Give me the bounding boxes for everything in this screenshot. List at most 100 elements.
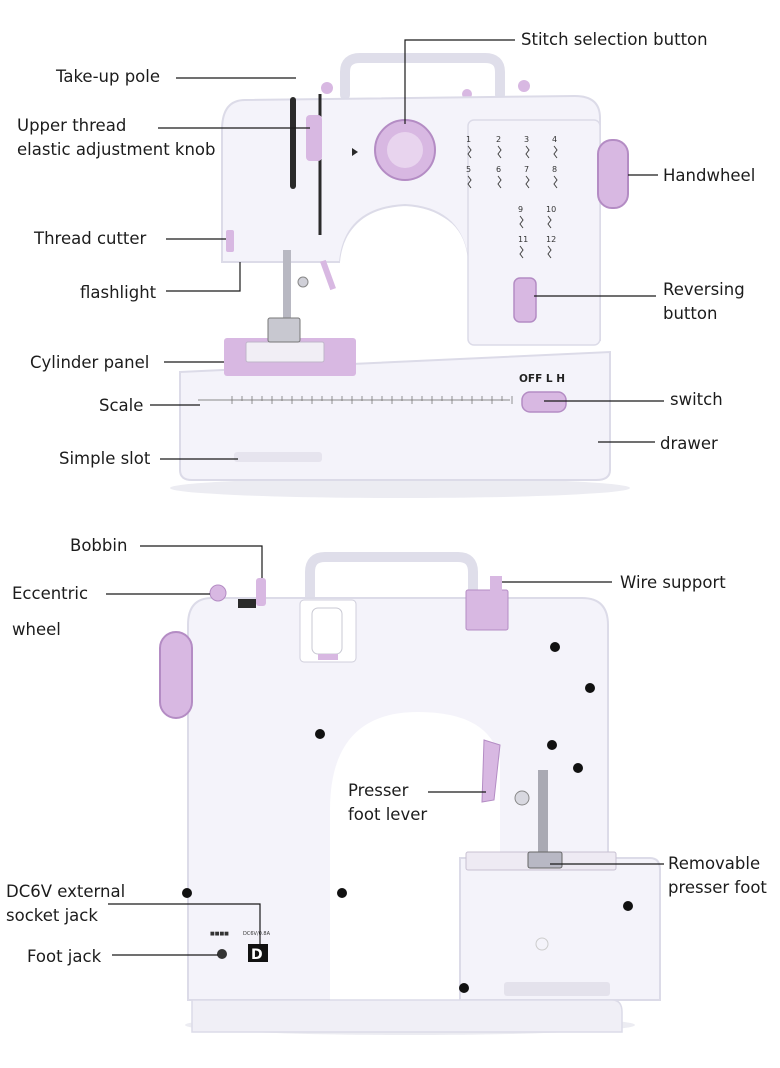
label-cylinder-panel: Cylinder panel	[30, 353, 150, 372]
front-needle-screw	[297, 276, 309, 288]
front-needle-bar	[283, 250, 291, 330]
stitch-pattern-icon	[467, 175, 472, 189]
front-switch	[521, 391, 567, 413]
label-dc-jack-line1: DC6V external	[6, 882, 126, 901]
back-wire-top	[490, 576, 502, 592]
label-presser-lever-line2: foot lever	[348, 805, 428, 824]
stitch-pattern-icon	[467, 145, 472, 159]
label-foot-jack: Foot jack	[27, 947, 102, 966]
label-take-up-pole: Take-up pole	[56, 67, 161, 86]
label-stitch-selection: Stitch selection button	[521, 30, 708, 49]
stitch-number: 9	[518, 205, 523, 214]
label-upper-thread-line2: elastic adjustment knob	[17, 140, 216, 159]
back-spool-base	[318, 654, 338, 660]
back-wire-support	[465, 589, 509, 631]
label-wire-support: Wire support	[620, 573, 726, 592]
leader-bobbin	[140, 545, 263, 578]
back-slot	[504, 982, 610, 996]
stitch-pattern-icon	[525, 175, 530, 189]
front-shadow	[170, 478, 630, 498]
leader-stitch-selection	[404, 39, 515, 124]
stitch-pattern-icon	[519, 215, 524, 229]
stitch-number: 4	[552, 135, 557, 144]
stitch-pattern-icon	[547, 245, 552, 259]
back-bed	[459, 857, 661, 1001]
back-handle	[305, 552, 478, 603]
stitch-number: 6	[496, 165, 501, 174]
front-handwheel	[597, 139, 629, 209]
label-switch: switch	[670, 390, 723, 409]
front-arch-opening	[340, 208, 468, 345]
stitch-number: 1	[466, 135, 471, 144]
label-simple-slot: Simple slot	[59, 449, 151, 468]
stitch-pattern-icon	[519, 245, 524, 259]
front-stitch-dial-center	[387, 132, 423, 168]
leader-dc-jack	[108, 903, 261, 944]
label-thread-cutter: Thread cutter	[34, 229, 147, 248]
label-bobbin: Bobbin	[70, 536, 128, 555]
back-arch-opening	[330, 712, 500, 1000]
stitch-pattern-icon	[553, 175, 558, 189]
label-eccentric-line1: Eccentric	[12, 584, 89, 603]
front-simple-slot	[234, 452, 322, 462]
front-thread-cutter	[226, 230, 234, 252]
back-bobbin-cap	[209, 584, 227, 602]
label-eccentric-line2: wheel	[12, 620, 61, 639]
back-dc-jack	[535, 937, 549, 951]
stitch-pattern-icon	[497, 145, 502, 159]
front-column	[467, 119, 601, 346]
front-reverse-button	[513, 277, 537, 323]
front-dial-arrow	[352, 148, 358, 156]
switch-marking: OFF L H	[519, 373, 565, 385]
leader-flashlight	[166, 262, 241, 292]
back-dc-logo	[248, 944, 268, 962]
stitch-number: 10	[546, 205, 556, 214]
front-tension-knob	[306, 115, 322, 161]
front-presser-foot	[267, 317, 301, 343]
front-presser-lever	[320, 259, 336, 291]
stitch-pattern-icon	[497, 175, 502, 189]
stitch-number: 5	[466, 165, 471, 174]
stitch-pattern-icon	[553, 145, 558, 159]
label-presser-lever-line1: Presser	[348, 781, 409, 800]
back-foot-jack	[217, 949, 227, 959]
back-jack-micro-label: ■■■■	[210, 931, 229, 937]
label-dc-jack-line2: socket jack	[6, 906, 98, 925]
back-base	[191, 999, 623, 1033]
front-scale-ticks	[231, 396, 513, 404]
front-pin-right	[518, 80, 530, 92]
back-needle-bar	[538, 770, 548, 860]
label-scale: Scale	[99, 396, 144, 415]
label-removable-line1: Removable	[668, 854, 761, 873]
front-needle-plate	[245, 341, 325, 363]
stitch-pattern-icon	[547, 215, 552, 229]
back-dc-logo-letter: D	[251, 947, 263, 963]
stitch-number: 2	[496, 135, 501, 144]
label-upper-thread-line1: Upper thread	[17, 116, 127, 135]
label-reversing-line1: Reversing	[663, 280, 745, 299]
front-lower-base	[179, 350, 611, 481]
stitch-pattern-icon	[525, 145, 530, 159]
back-needle-screw	[514, 790, 530, 806]
stitch-number: 3	[524, 135, 529, 144]
stitch-number: 8	[552, 165, 557, 174]
label-flashlight: flashlight	[80, 283, 157, 302]
back-presser-foot	[527, 851, 563, 869]
back-dc-micro-label: DC6V/0.8A	[243, 931, 271, 937]
back-spool	[311, 607, 343, 655]
label-drawer: drawer	[660, 434, 718, 453]
back-eccentric-wheel	[159, 631, 193, 719]
stitch-number: 7	[524, 165, 529, 174]
front-pin-left	[321, 82, 333, 94]
label-removable-line2: presser foot	[668, 878, 767, 897]
front-handle	[340, 53, 505, 100]
stitch-number: 12	[546, 235, 556, 244]
back-bobbin-pin	[256, 578, 266, 606]
stitch-number: 11	[518, 235, 528, 244]
label-handwheel: Handwheel	[663, 166, 756, 185]
back-presser-lever	[481, 739, 501, 803]
back-bobbin-stem	[238, 599, 256, 608]
